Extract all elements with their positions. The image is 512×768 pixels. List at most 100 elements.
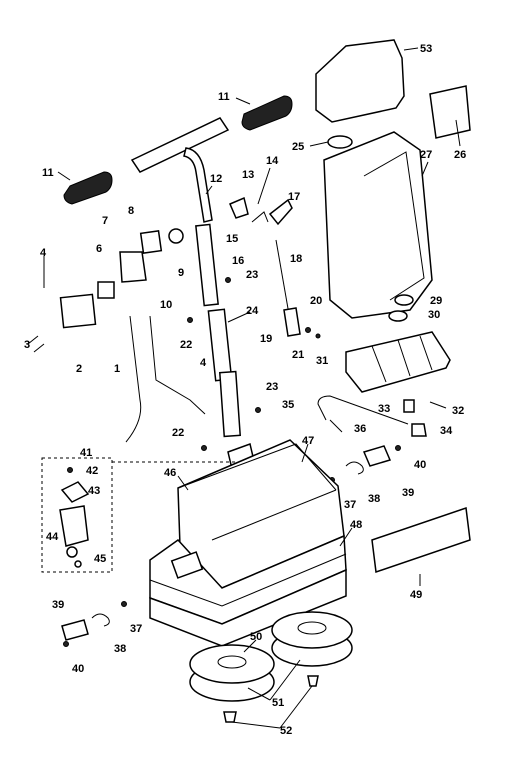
leader-46	[177, 475, 189, 491]
cord-1	[125, 315, 142, 443]
callout-25: 25	[292, 141, 304, 153]
screw-23b	[255, 407, 261, 413]
screw-40-upper	[395, 445, 401, 451]
inset-border	[41, 457, 113, 573]
shaft-lower	[218, 370, 242, 438]
leader-50	[243, 639, 257, 653]
callout-43: 43	[88, 485, 100, 497]
leader-47	[301, 443, 309, 463]
callout-42: 42	[86, 465, 98, 477]
callout-40b: 40	[72, 663, 84, 675]
tank-front-face	[363, 151, 425, 301]
label-49	[371, 506, 471, 574]
callout-26: 26	[454, 149, 466, 161]
callout-34: 34	[440, 425, 453, 437]
foot-19	[283, 307, 301, 337]
callout-11b: 11	[42, 167, 54, 179]
brush-right-hub	[297, 621, 327, 635]
callout-37a: 37	[344, 499, 356, 511]
pedal-17	[268, 198, 293, 226]
rod-18	[275, 239, 291, 321]
callout-31: 31	[316, 355, 328, 367]
foot-52-left	[223, 711, 237, 723]
leader-25	[309, 141, 329, 147]
callout-30: 30	[428, 309, 440, 321]
callout-22a: 22	[180, 339, 192, 351]
base-48-bottom	[149, 568, 347, 647]
callout-37b: 37	[130, 623, 142, 635]
callout-22b: 22	[172, 427, 184, 439]
callout-1: 1	[114, 363, 120, 375]
leader-26	[455, 119, 461, 147]
leader-52	[231, 685, 313, 729]
base-assembly	[149, 439, 347, 647]
callout-41: 41	[80, 447, 92, 459]
gasket-8	[139, 229, 163, 255]
screw-22a	[187, 317, 193, 323]
latch-13	[229, 196, 249, 219]
callout-46: 46	[164, 467, 176, 479]
callout-9: 9	[178, 267, 184, 279]
handle-upper-tube	[183, 147, 213, 223]
callout-50: 50	[250, 631, 262, 643]
callout-13: 13	[242, 169, 254, 181]
handle-assembly	[63, 95, 293, 223]
callout-7: 7	[102, 215, 108, 227]
washer-44	[66, 546, 78, 558]
callout-4b: 4	[200, 357, 207, 369]
pin-20	[305, 327, 311, 333]
screw-23a	[225, 277, 231, 283]
callout-16: 16	[232, 255, 244, 267]
loose-parts-lower	[61, 601, 127, 647]
tank-cap-53	[315, 39, 405, 123]
pin-21	[315, 333, 321, 339]
switch-box-7	[119, 251, 147, 283]
callout-52: 52	[280, 725, 292, 737]
callout-32: 32	[452, 405, 464, 417]
callout-10: 10	[160, 299, 172, 311]
shaft-upper	[195, 223, 219, 307]
bar-35	[317, 395, 409, 425]
inset-detail	[41, 457, 238, 573]
leader-11b	[57, 171, 71, 181]
labels	[371, 85, 471, 574]
fitting-33	[403, 399, 415, 413]
clip-38-lower	[91, 613, 110, 627]
callout-21: 21	[292, 349, 304, 361]
bar-assembly	[317, 395, 447, 483]
shaft-middle	[207, 308, 233, 382]
nut-45	[74, 560, 82, 568]
housing-top-47	[177, 443, 337, 491]
leader-14	[257, 167, 271, 205]
leader-51	[247, 659, 301, 701]
callout-24: 24	[246, 305, 259, 317]
callout-15: 15	[226, 233, 238, 245]
tray-dividers	[371, 335, 433, 383]
switch-assembly	[27, 228, 206, 443]
callout-20: 20	[310, 295, 322, 307]
callout-38a: 38	[368, 493, 380, 505]
callout-35: 35	[282, 399, 294, 411]
handle-grip-right	[241, 95, 293, 131]
foot-52-right	[307, 675, 319, 687]
cord-10	[149, 315, 206, 415]
hinge-plate	[170, 551, 204, 579]
housing-face	[211, 489, 337, 541]
callout-4a: 4	[40, 247, 47, 259]
brush-left-top	[189, 644, 275, 684]
screw-22b	[201, 445, 207, 451]
callout-33: 33	[378, 403, 390, 415]
clip-15	[251, 211, 269, 223]
handle-grip-left	[63, 171, 113, 205]
callout-12: 12	[210, 173, 222, 185]
leader-12	[205, 185, 213, 195]
callout-38b: 38	[114, 643, 126, 655]
bracket-43	[59, 505, 89, 547]
tray-assembly	[345, 331, 451, 393]
valve-29	[394, 294, 414, 306]
callout-2: 2	[76, 363, 82, 375]
shaft-assembly	[195, 223, 259, 487]
bracket-36	[329, 419, 343, 433]
callout-44: 44	[46, 531, 59, 543]
